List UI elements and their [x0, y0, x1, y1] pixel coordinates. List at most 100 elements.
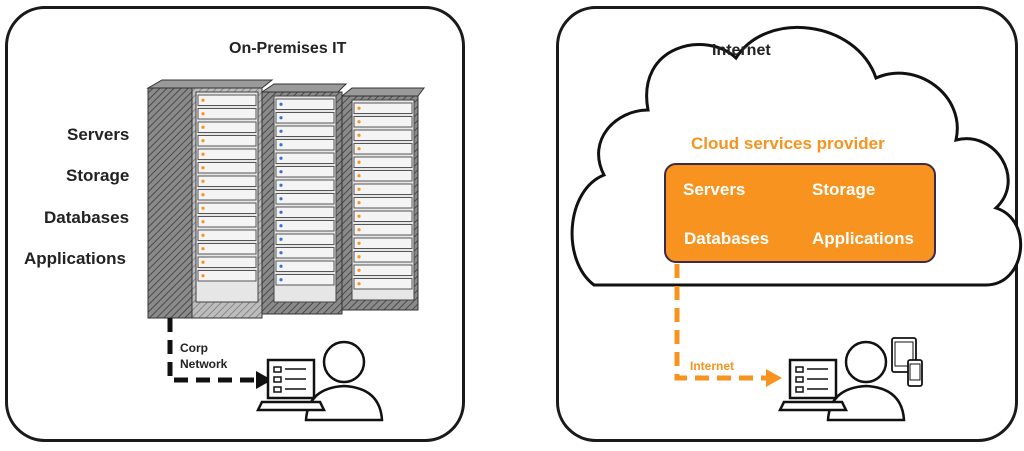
rack-led [357, 268, 361, 272]
cloud-service-servers: Servers [683, 180, 746, 199]
rack-slot [353, 143, 413, 155]
rack-slot [197, 162, 257, 174]
rack-led [201, 233, 205, 237]
internet-connector [674, 264, 782, 387]
rack-led [201, 166, 205, 170]
rack-slot [197, 270, 257, 282]
rack-slot [197, 108, 257, 120]
rack-slot [197, 121, 257, 133]
rack-slot [353, 170, 413, 182]
rack-slot [275, 112, 335, 124]
user-laptop-icon [255, 340, 384, 422]
rack-slot [353, 197, 413, 209]
rack-led [357, 160, 361, 164]
rack-slot [275, 166, 335, 178]
rack-slot [197, 135, 257, 147]
rack-slot [353, 264, 413, 276]
cloud-provider-box [664, 163, 936, 263]
rack-slot [353, 129, 413, 141]
rack-slot [353, 183, 413, 195]
rack-led [357, 174, 361, 178]
rack-led [201, 206, 205, 210]
rack-led [279, 156, 283, 160]
rack-slot [275, 206, 335, 218]
rack-led [201, 274, 205, 278]
rack-led [201, 260, 205, 264]
rack-led [357, 133, 361, 137]
rack-led [279, 116, 283, 120]
rack-slot [353, 251, 413, 263]
corp-network-connector [167, 318, 272, 389]
rack-slot [353, 224, 413, 236]
rack-slot [197, 216, 257, 228]
rack-led [279, 170, 283, 174]
rack-slot [275, 274, 335, 286]
rack-led [279, 102, 283, 106]
corp-network-label: Corp Network [180, 341, 228, 371]
rack-slot [353, 102, 413, 114]
server-racks-icon [146, 79, 425, 319]
rack-slot [197, 189, 257, 201]
rack-slot [197, 256, 257, 268]
rack-slot [197, 243, 257, 255]
cloud-service-databases: Databases [684, 229, 770, 248]
rack-led [201, 152, 205, 156]
rack-led [357, 120, 361, 124]
rack-led [357, 147, 361, 151]
rack-led [357, 106, 361, 110]
rack-led [201, 98, 205, 102]
rack-led [201, 220, 205, 224]
rack-slot [275, 139, 335, 151]
on-prem-item-databases: Databases [44, 208, 130, 227]
rack-slot [353, 237, 413, 249]
rack-led [357, 214, 361, 218]
cloud-service-storage: Storage [812, 180, 876, 199]
rack-led [279, 251, 283, 255]
rack-slot [275, 179, 335, 191]
rack-led [279, 129, 283, 133]
on-prem-item-servers: Servers [67, 125, 130, 144]
rack-slot [197, 94, 257, 106]
rack-slot [275, 247, 335, 259]
rack-led [279, 237, 283, 241]
on-prem-item-storage: Storage [66, 166, 130, 185]
rack-slot [275, 260, 335, 272]
rack-led [357, 241, 361, 245]
rack-led [201, 247, 205, 251]
rack-led [279, 224, 283, 228]
rack-led [357, 282, 361, 286]
rack-slot [353, 210, 413, 222]
rack-slot [197, 175, 257, 187]
rack-led [279, 264, 283, 268]
rack-slot [197, 229, 257, 241]
rack-led [201, 125, 205, 129]
rack-slot [275, 98, 335, 110]
on-prem-item-applications: Applications [24, 249, 127, 268]
rack-slot [275, 152, 335, 164]
rack-slot [353, 278, 413, 290]
cloud-internet-label: Internet [712, 42, 771, 59]
cloud-service-applications: Applications [812, 229, 915, 248]
rack-slot [275, 233, 335, 245]
rack-slot [353, 156, 413, 168]
rack-led [279, 210, 283, 214]
rack-led [201, 112, 205, 116]
rack-led [357, 187, 361, 191]
rack-led [357, 255, 361, 259]
rack-led [279, 197, 283, 201]
user-laptop-devices-icon [777, 337, 923, 422]
rack-slot [353, 116, 413, 128]
rack-slot [197, 202, 257, 214]
rack-led [201, 139, 205, 143]
rack-led [279, 278, 283, 282]
rack-led [201, 179, 205, 183]
rack-slot [275, 220, 335, 232]
on-premises-title: On-Premises IT [229, 40, 347, 57]
rack-slot [275, 193, 335, 205]
cloud-provider-label: Cloud services provider [691, 134, 885, 153]
rack-slot [275, 125, 335, 137]
rack-led [357, 201, 361, 205]
internet-link-label: Internet [690, 359, 735, 373]
rack-led [279, 143, 283, 147]
rack-slot [197, 148, 257, 160]
